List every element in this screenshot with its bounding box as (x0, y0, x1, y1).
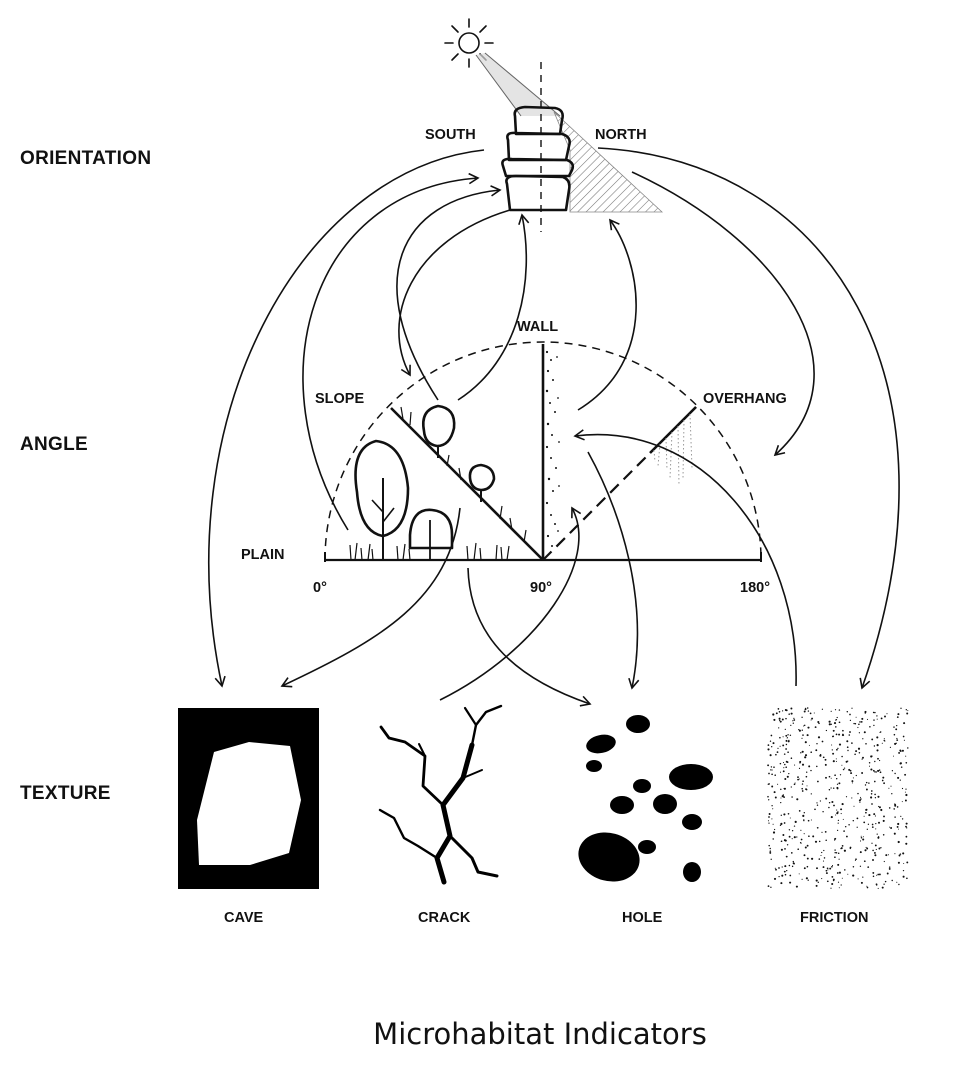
label-overhang: OVERHANG (703, 391, 787, 407)
arrow-south-to-cave (208, 149, 485, 688)
label-south: SOUTH (425, 127, 476, 143)
arrow-plain-to-south (302, 172, 480, 531)
arrow-friction-to-wall (573, 429, 797, 687)
arrow-wall-to-rock (457, 213, 530, 401)
plain-bush-icon (408, 508, 454, 560)
label-plain: PLAIN (241, 547, 285, 563)
label-slope: SLOPE (315, 391, 364, 407)
connector-arrows (208, 147, 900, 707)
arrow-slope-to-hole (467, 567, 592, 707)
label-90-degrees: 90° (530, 580, 552, 596)
shadow-hatch (553, 111, 664, 213)
row-label-angle: ANGLE (20, 434, 88, 455)
plain-grass (349, 542, 510, 561)
crack-icon (378, 704, 503, 885)
label-cave: CAVE (224, 910, 264, 926)
wall-moss (545, 350, 560, 547)
arrow-north-to-friction (597, 147, 900, 690)
angle-arc (324, 341, 762, 561)
plain-tree-icon (354, 439, 410, 560)
overhang-moss (653, 413, 693, 487)
slope-grass (400, 406, 527, 543)
arrow-wall-to-north (577, 218, 637, 411)
arrow-slope-to-south (396, 185, 502, 401)
arrow-slope-to-cave (280, 507, 461, 688)
arrow-wall-to-hole (587, 451, 640, 690)
label-north: NORTH (595, 127, 647, 143)
label-crack: CRACK (418, 910, 471, 926)
arrow-crack-to-wall (439, 506, 582, 701)
label-hole: HOLE (622, 910, 663, 926)
cave-icon (178, 708, 319, 889)
diagram-caption: Microhabitat Indicators (373, 1017, 707, 1051)
label-wall: WALL (517, 319, 558, 335)
arrow-rock-to-slope (398, 209, 511, 377)
sun-rays-icon (475, 52, 561, 117)
arrow-north-to-overhang (631, 171, 815, 457)
slope-line (390, 407, 544, 561)
friction-icon (767, 707, 909, 889)
label-friction: FRICTION (800, 910, 868, 926)
rock-stack-icon (501, 105, 575, 212)
row-label-orientation: ORIENTATION (20, 148, 151, 169)
label-0-degrees: 0° (313, 580, 327, 596)
label-180-degrees: 180° (740, 580, 770, 596)
row-label-texture: TEXTURE (20, 783, 111, 804)
hole-icon (578, 715, 713, 882)
slope-shrubs (422, 404, 496, 502)
